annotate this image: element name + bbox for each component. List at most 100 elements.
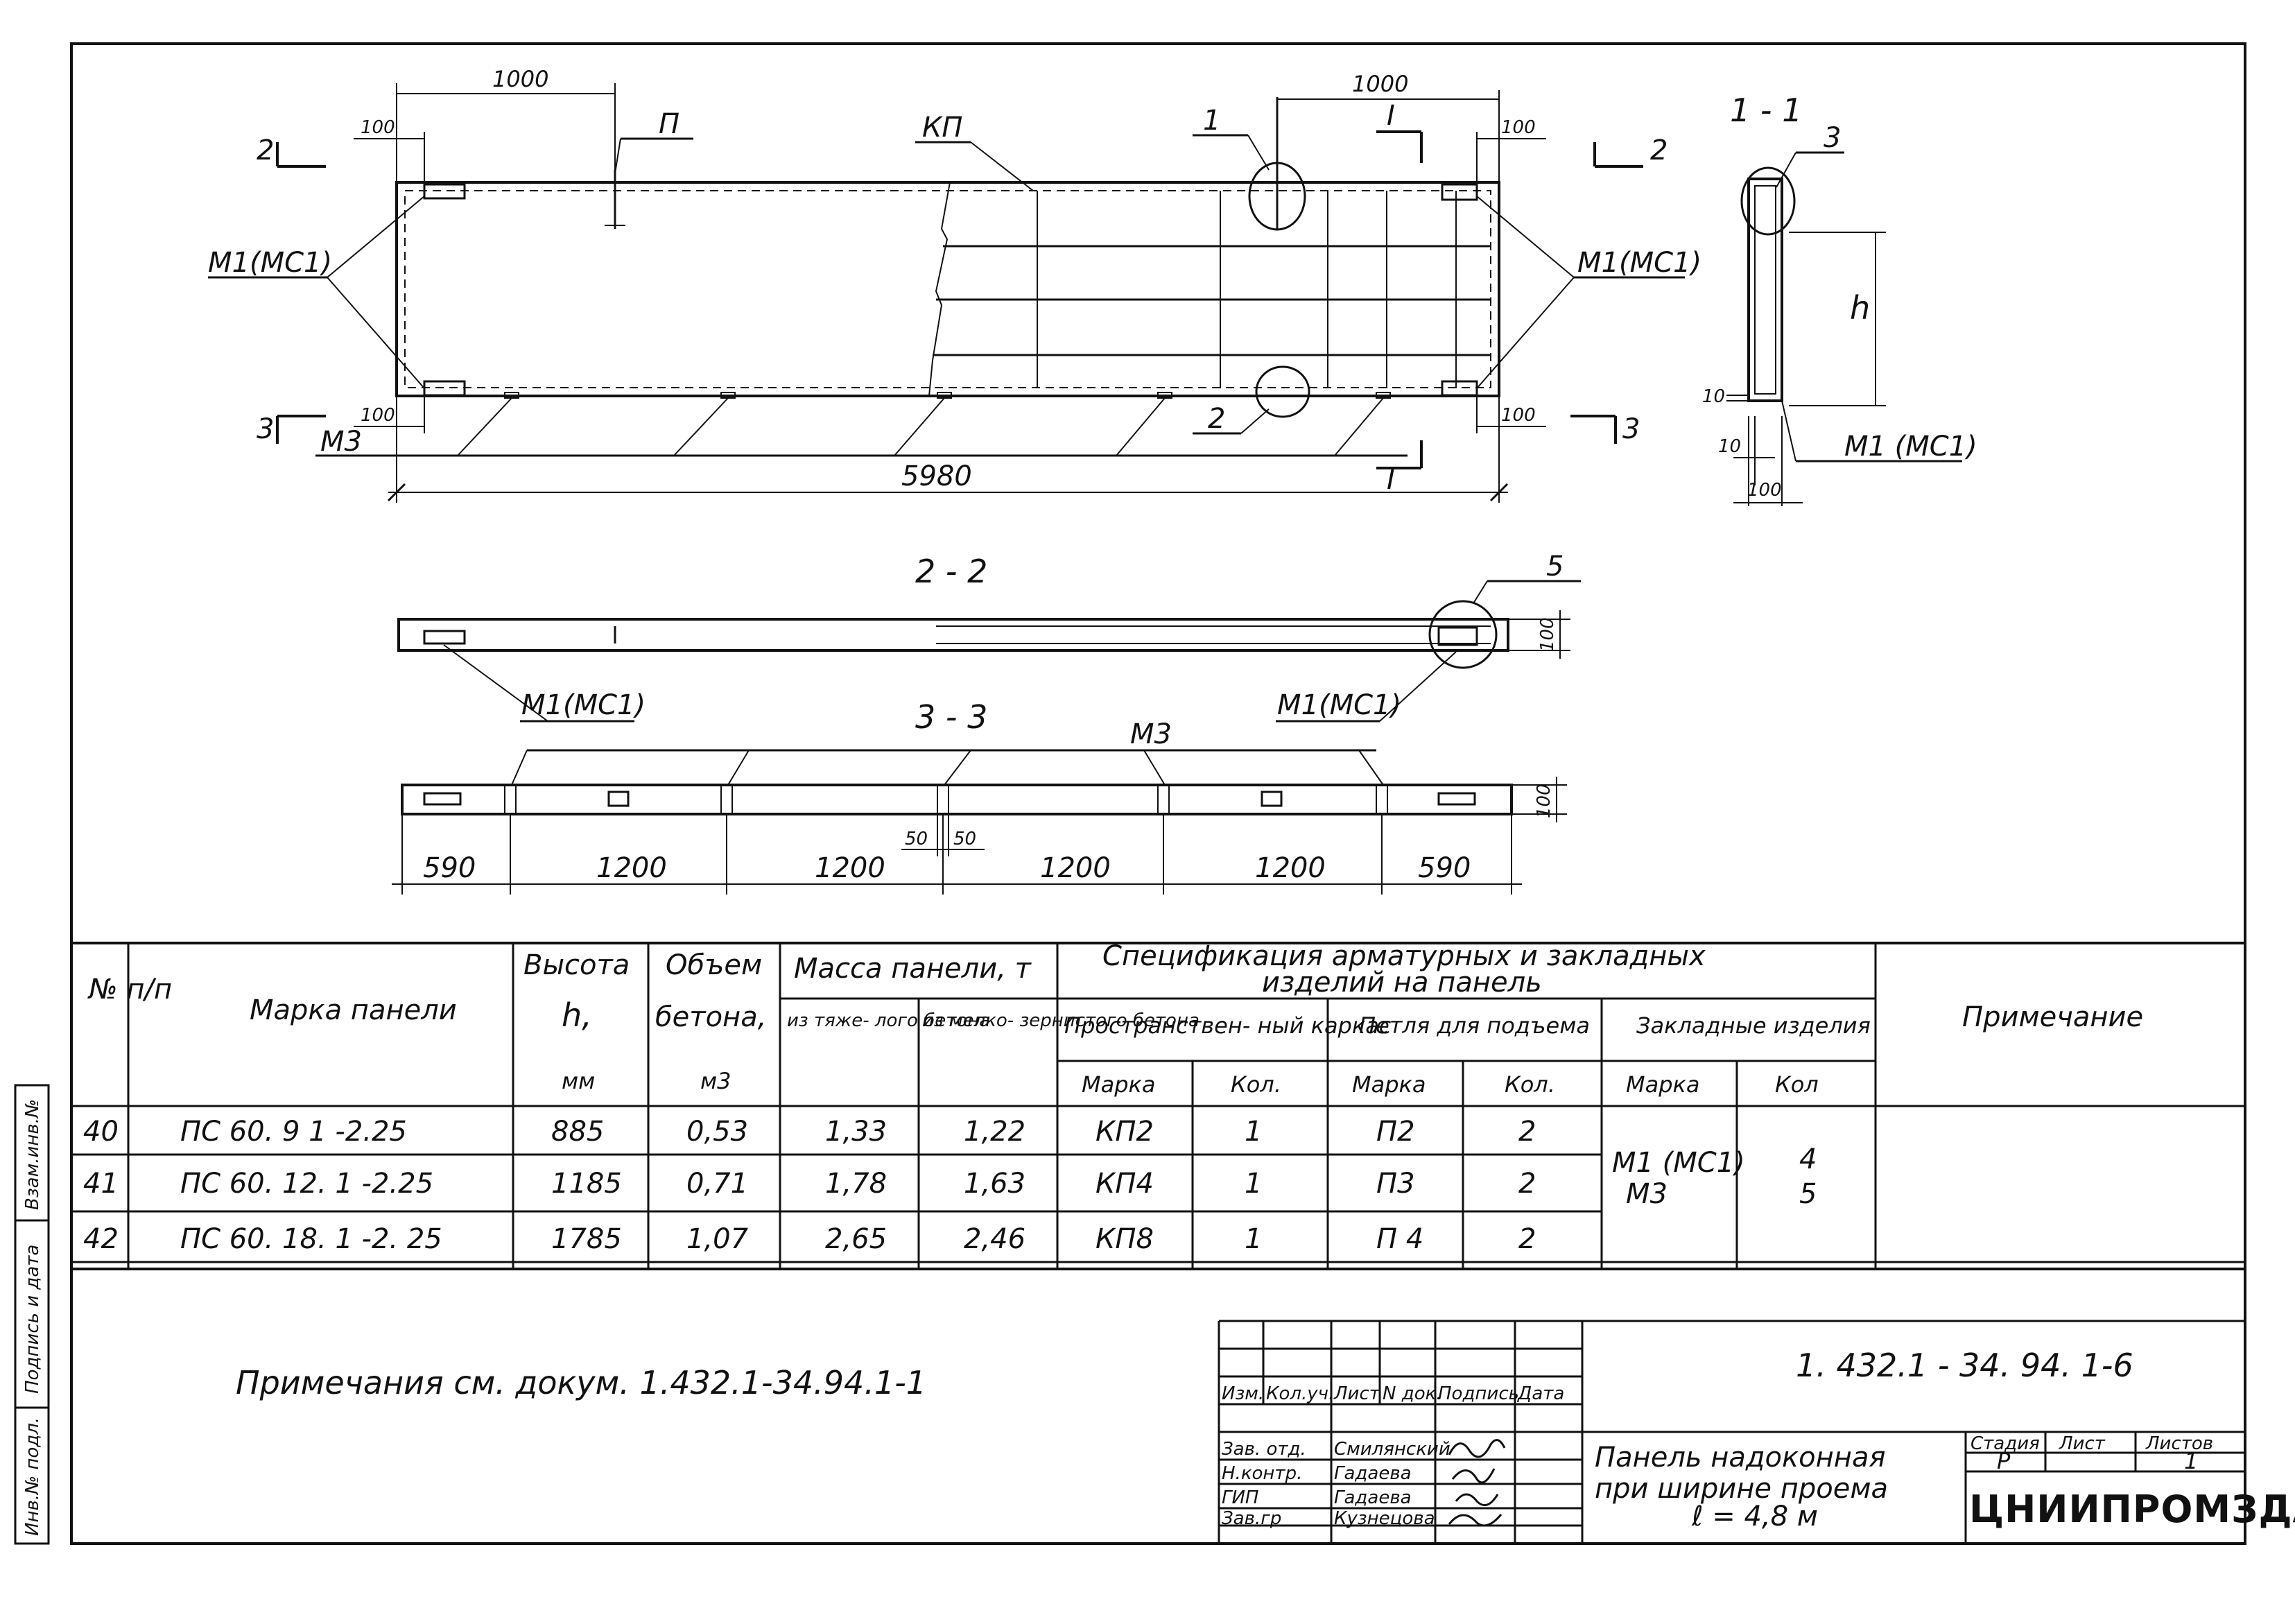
table-row: 42 ПС 60. 18. 1 -2. 25 1785 1,07 2,65 2,… bbox=[83, 1223, 1536, 1255]
row-loop-qty: 2 bbox=[1518, 1223, 1536, 1255]
footnote: Примечания см. докум. 1.432.1-34.94.1-1 bbox=[236, 1364, 926, 1401]
plan-dim-100-bl: 100 bbox=[361, 405, 395, 426]
table-header-frame-qty: Кол. bbox=[1231, 1071, 1281, 1098]
plan-dim-100-br: 100 bbox=[1501, 405, 1536, 426]
plan-view bbox=[208, 83, 1685, 503]
row-num: 40 bbox=[83, 1116, 119, 1148]
row-volume: 0,71 bbox=[686, 1168, 748, 1200]
table-header-embed-qty: Кол bbox=[1775, 1071, 1819, 1098]
row-loop-mark: П3 bbox=[1376, 1168, 1415, 1200]
table-header-frame-group: Пространствен- ный каркас bbox=[1064, 1012, 1392, 1039]
section-2-2-label-m1-right: М1(МС1) bbox=[1277, 689, 1401, 721]
table-header-loop-qty: Кол. bbox=[1505, 1071, 1555, 1098]
tb-role-3: ГИП bbox=[1222, 1487, 1259, 1508]
table-header-frame-mark: Марка bbox=[1082, 1071, 1155, 1098]
plan-dim-100-tl: 100 bbox=[361, 117, 395, 138]
row-frame-qty: 1 bbox=[1245, 1223, 1262, 1255]
table-header-mass-heavy: из тяже- лого бетона bbox=[787, 1010, 990, 1031]
row-frame-mark: КП2 bbox=[1095, 1116, 1154, 1148]
section-1-1-dim-10a: 10 bbox=[1702, 386, 1725, 407]
section-3-3-label-m3: М3 bbox=[1130, 718, 1172, 750]
tb-header-podpis: Подпись bbox=[1438, 1383, 1519, 1404]
signature-marks bbox=[1448, 1439, 1506, 1527]
row-mass-heavy: 2,65 bbox=[825, 1223, 887, 1255]
section-1-1 bbox=[1726, 151, 1962, 506]
section-3-3-title: 3 - 3 bbox=[915, 698, 987, 736]
tb-name-1: Смилянский bbox=[1334, 1439, 1450, 1460]
table-header-height-sym: h, bbox=[562, 996, 592, 1034]
tb-name-2: Гадаева bbox=[1334, 1463, 1412, 1484]
section-3-3-dim-50a: 50 bbox=[905, 829, 928, 849]
section-2-2-title: 2 - 2 bbox=[915, 553, 987, 590]
plan-label-m3: М3 bbox=[320, 426, 362, 458]
table-header-mass-group: Масса панели, т bbox=[794, 953, 1032, 985]
side-label-bottom: Инв.№ подл. bbox=[22, 1417, 43, 1536]
table-header-volume-top: Объем bbox=[666, 949, 762, 981]
section-3-3-dim-100: 100 bbox=[1534, 784, 1554, 818]
row-volume: 1,07 bbox=[686, 1223, 749, 1255]
section-1-1-dim-100: 100 bbox=[1747, 480, 1782, 501]
plan-label-loop: П bbox=[659, 108, 679, 140]
table-header-embed-group: Закладные изделия bbox=[1636, 1012, 1871, 1039]
row-height: 885 bbox=[551, 1116, 604, 1148]
row-mass-fine: 1,63 bbox=[964, 1168, 1025, 1200]
section-1-1-callout-3: 3 bbox=[1824, 122, 1841, 154]
row-loop-qty: 2 bbox=[1518, 1116, 1536, 1148]
section-3-3-dim-4: 1200 bbox=[1040, 852, 1111, 884]
section-2-2-label-m1-left: М1(МС1) bbox=[521, 689, 646, 721]
plan-label-m1-right: М1(МС1) bbox=[1577, 247, 1701, 279]
tb-sheet-label: Лист bbox=[2059, 1433, 2106, 1454]
table-header-loop-mark: Марка bbox=[1352, 1071, 1426, 1098]
plan-dim-length: 5980 bbox=[901, 460, 972, 492]
row-loop-mark: П 4 bbox=[1376, 1223, 1423, 1255]
side-label-mid: Подпись и дата bbox=[22, 1245, 43, 1394]
tb-role-4: Зав.гр bbox=[1222, 1508, 1281, 1529]
table-header-mass-fine: из мелко- зернистого бетона bbox=[922, 1010, 1200, 1031]
plan-dim-100-tr: 100 bbox=[1501, 117, 1536, 138]
tb-name-4: Кузнецова bbox=[1334, 1508, 1435, 1529]
table-header-height-top: Высота bbox=[523, 949, 630, 981]
row-mark: ПС 60. 12. 1 -2.25 bbox=[180, 1168, 433, 1200]
section-1-1-title: 1 - 1 bbox=[1730, 92, 1802, 129]
plan-callout-1: 1 bbox=[1203, 105, 1220, 137]
tb-title-line3: ℓ = 4,8 м bbox=[1691, 1501, 1818, 1532]
tb-sheets-value: 1 bbox=[2184, 1448, 2198, 1474]
tb-header-list: Лист bbox=[1333, 1383, 1380, 1404]
tb-header-data: Дата bbox=[1517, 1383, 1564, 1404]
table-header-spec-line1: Спецификация арматурных и закладных bbox=[1102, 940, 1706, 972]
section-1-1-dim-h: h bbox=[1850, 289, 1870, 327]
row-frame-qty: 1 bbox=[1245, 1168, 1262, 1200]
section-3-3-dim-5: 1200 bbox=[1255, 852, 1326, 884]
embed-mark-2: М3 bbox=[1626, 1178, 1668, 1210]
tb-organization: ЦНИИПРОМЗДАНИЙ bbox=[1969, 1487, 2295, 1531]
plan-section-3-right: 3 bbox=[1622, 413, 1640, 445]
sheet-frame bbox=[70, 42, 2246, 1545]
row-mark: ПС 60. 9 1 -2.25 bbox=[180, 1116, 407, 1148]
plan-section-2-right: 2 bbox=[1650, 135, 1668, 166]
tb-role-2: Н.контр. bbox=[1222, 1463, 1302, 1484]
row-height: 1785 bbox=[551, 1223, 622, 1255]
section-3-3-dim-50b: 50 bbox=[953, 829, 976, 849]
section-2-2-dim-100: 100 bbox=[1537, 617, 1558, 652]
table-header-volume-unit: м3 bbox=[700, 1068, 731, 1094]
plan-label-frame: КП bbox=[922, 112, 962, 144]
row-volume: 0,53 bbox=[686, 1116, 748, 1148]
plan-section-2-left: 2 bbox=[257, 135, 274, 166]
tb-title-line1: Панель надоконная bbox=[1595, 1442, 1886, 1474]
plan-dim-1000-right: 1000 bbox=[1352, 71, 1408, 97]
section-3-3-dim-3: 1200 bbox=[815, 852, 885, 884]
plan-callout-2: 2 bbox=[1208, 403, 1225, 435]
table-header-loop-group: Петля для подъема bbox=[1359, 1012, 1590, 1039]
embed-qty-1: 4 bbox=[1799, 1143, 1817, 1175]
row-frame-mark: КП4 bbox=[1095, 1168, 1154, 1200]
table-header-volume-mid: бетона, bbox=[655, 1001, 766, 1033]
row-mass-heavy: 1,78 bbox=[825, 1168, 887, 1200]
spec-table-grid bbox=[71, 943, 2245, 1269]
row-num: 42 bbox=[83, 1223, 119, 1255]
row-mark: ПС 60. 18. 1 -2. 25 bbox=[180, 1223, 442, 1255]
table-header-num: № п/п bbox=[87, 974, 172, 1005]
tb-header-koluch: Кол.уч. bbox=[1266, 1383, 1334, 1404]
row-frame-qty: 1 bbox=[1245, 1116, 1262, 1148]
section-3-3 bbox=[392, 749, 1567, 895]
row-frame-mark: КП8 bbox=[1095, 1223, 1154, 1255]
